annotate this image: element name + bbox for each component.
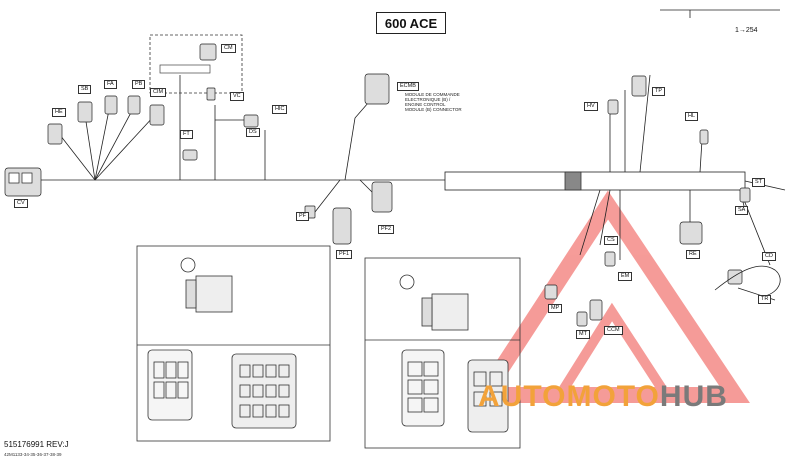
left-connectors bbox=[4, 43, 393, 245]
tag-pb: PB bbox=[132, 80, 146, 89]
tag-cv: CV bbox=[14, 199, 28, 208]
footer-part-number: 515176991 REV:J bbox=[4, 440, 69, 449]
watermark-logo: AUTOMOTOHUB bbox=[478, 380, 728, 414]
main-harness bbox=[38, 9, 786, 266]
tag-cd: CD bbox=[762, 252, 776, 261]
tag-pf2: PF2 bbox=[378, 225, 395, 234]
tag-st: ST bbox=[752, 178, 766, 187]
tag-ds: DS bbox=[246, 128, 260, 137]
tag-sa: SA bbox=[735, 206, 749, 215]
ecmb-description: MODULE DE COMMANDE ELECTRONIQUE (B) / EN… bbox=[405, 92, 462, 112]
footer-code: 42M1133-34-35-36-37-38-39 bbox=[4, 452, 62, 457]
detail-panel-pf1 bbox=[136, 245, 331, 442]
tag-pf1: PF1 bbox=[336, 250, 353, 259]
tag-cim: CIM bbox=[150, 88, 167, 97]
tag-tp: TP bbox=[652, 87, 666, 96]
detail-panel-pf2 bbox=[364, 257, 521, 449]
tag-sb: SB bbox=[78, 85, 92, 94]
tag-vc: VC bbox=[230, 92, 244, 101]
tag-re: RE bbox=[686, 250, 700, 259]
tag-hv: HV bbox=[584, 102, 598, 111]
tag-ecmb: ECMB bbox=[397, 82, 419, 91]
tag-cs: CS bbox=[604, 236, 618, 245]
diagram-title: 600 ACE bbox=[376, 12, 446, 34]
tag-ccm: CCM bbox=[604, 326, 623, 335]
tag-cm: CM bbox=[221, 44, 236, 53]
tag-hl: HL bbox=[685, 112, 699, 121]
right-connectors bbox=[544, 75, 751, 327]
tag-mt: MT bbox=[576, 330, 590, 339]
tag-fa: FA bbox=[104, 80, 117, 89]
tag-em: EM bbox=[618, 272, 633, 281]
reference-arrow: 1→254 bbox=[735, 27, 758, 34]
watermark-part2: HUB bbox=[659, 380, 728, 413]
tag-ft: FT bbox=[180, 130, 193, 139]
tag-mp: MP bbox=[548, 304, 563, 313]
cm-detail-box bbox=[149, 34, 243, 94]
tag-pf: PF bbox=[296, 212, 310, 221]
watermark-part1: AUTOMOTO bbox=[478, 380, 660, 413]
tag-tr: TR bbox=[758, 295, 772, 304]
tag-he: HE bbox=[52, 108, 66, 117]
tag-hic: HIC bbox=[272, 105, 288, 114]
watermark-triangle bbox=[469, 190, 750, 403]
